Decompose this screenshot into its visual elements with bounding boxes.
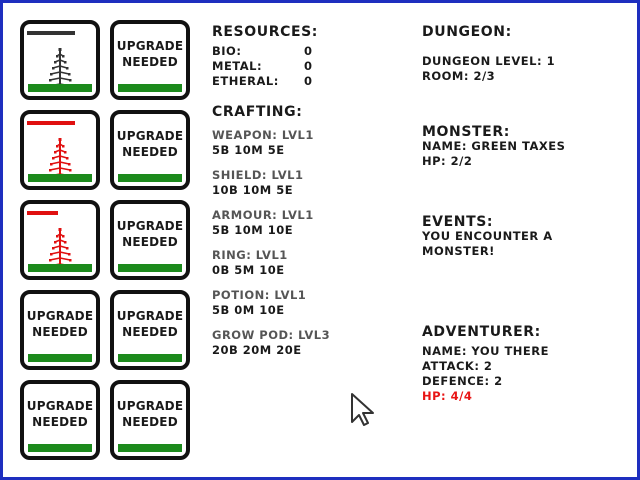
monster-title: MONSTER: xyxy=(422,124,510,140)
grow-pod-plant[interactable] xyxy=(20,20,100,100)
growth-bar xyxy=(118,264,182,272)
plant-icon xyxy=(48,138,73,178)
crafting-item-name[interactable]: POTION: LVL1 xyxy=(212,288,307,302)
event-line-1: YOU ENCOUNTER A xyxy=(422,229,553,243)
crafting-item-name[interactable]: SHIELD: LVL1 xyxy=(212,168,304,182)
adventurer-defence: DEFENCE: 2 xyxy=(422,374,503,388)
adventurer-name: NAME: YOU THERE xyxy=(422,344,549,358)
growth-bar xyxy=(28,354,92,362)
metal-value: 0 xyxy=(304,59,313,73)
growth-bar xyxy=(28,174,92,182)
growth-bar xyxy=(118,354,182,362)
growth-bar xyxy=(28,444,92,452)
monster-name: NAME: GREEN TAXES xyxy=(422,139,566,153)
growth-bar xyxy=(28,264,92,272)
adventurer-attack: ATTACK: 2 xyxy=(422,359,493,373)
growth-bar xyxy=(118,84,182,92)
metal-label: METAL: xyxy=(212,59,263,73)
crafting-item-cost: 5B 10M 5E xyxy=(212,143,285,157)
growth-bar xyxy=(118,174,182,182)
crafting-item-cost: 0B 5M 10E xyxy=(212,263,285,277)
dungeon-level: DUNGEON LEVEL: 1 xyxy=(422,54,556,68)
plant-health-bar xyxy=(27,31,75,35)
etheral-label: ETHERAL: xyxy=(212,74,279,88)
event-line-2: MONSTER! xyxy=(422,244,495,258)
crafting-item-cost: 5B 10M 10E xyxy=(212,223,294,237)
events-title: EVENTS: xyxy=(422,214,494,230)
crafting-item-cost: 10B 10M 5E xyxy=(212,183,294,197)
crafting-item-name[interactable]: ARMOUR: LVL1 xyxy=(212,208,314,222)
resources-title: RESOURCES: xyxy=(212,24,318,40)
crafting-item-name[interactable]: RING: LVL1 xyxy=(212,248,288,262)
plant-health-bar xyxy=(27,211,58,215)
growth-bar xyxy=(118,444,182,452)
crafting-item-cost: 5B 0M 10E xyxy=(212,303,285,317)
adventurer-hp: HP: 4/4 xyxy=(422,389,473,403)
crafting-item-cost: 20B 20M 20E xyxy=(212,343,302,357)
bio-label: BIO: xyxy=(212,44,242,58)
crafting-title: CRAFTING: xyxy=(212,104,303,120)
plant-health-bar xyxy=(27,121,75,125)
etheral-value: 0 xyxy=(304,74,313,88)
mouse-cursor-icon xyxy=(351,393,374,426)
growth-bar xyxy=(28,84,92,92)
dungeon-title: DUNGEON: xyxy=(422,24,512,40)
grow-pod-plant[interactable] xyxy=(20,110,100,190)
adventurer-title: ADVENTURER: xyxy=(422,324,541,340)
crafting-item-name[interactable]: GROW POD: LVL3 xyxy=(212,328,331,342)
dungeon-room: ROOM: 2/3 xyxy=(422,69,496,83)
grow-pod-plant[interactable] xyxy=(20,200,100,280)
bio-value: 0 xyxy=(304,44,313,58)
monster-hp: HP: 2/2 xyxy=(422,154,473,168)
crafting-item-name[interactable]: WEAPON: LVL1 xyxy=(212,128,314,142)
